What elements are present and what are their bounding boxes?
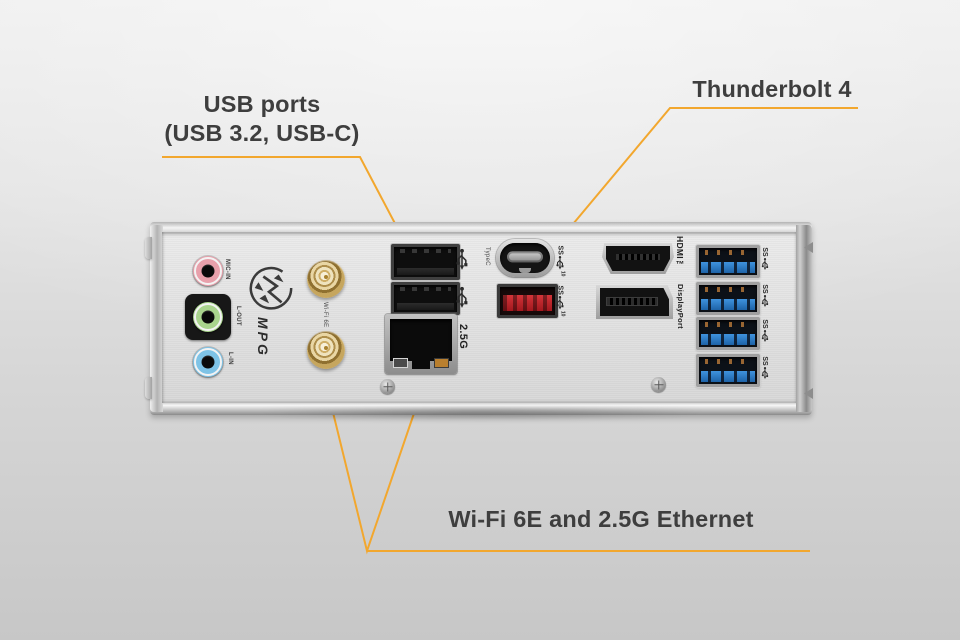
screw-icon bbox=[651, 377, 666, 392]
mic-in-label: MIC-IN bbox=[224, 259, 230, 280]
line-in-label: L-IN bbox=[227, 352, 233, 365]
thunderbolt-callout-line bbox=[562, 107, 858, 237]
usb-ss10-icon: SS 10 bbox=[553, 284, 567, 318]
thunderbolt-callout-label: Thunderbolt 4 bbox=[692, 76, 852, 102]
shield-right-edge bbox=[796, 225, 813, 412]
usb-c-thunderbolt-port bbox=[496, 239, 554, 277]
ethernet-speed-label: 2.5G bbox=[457, 324, 469, 350]
ss-text: SS bbox=[556, 245, 564, 255]
usb-ports-callout-line1: USB ports bbox=[203, 91, 321, 117]
usb-ports-callout-line2: (USB 3.2, USB-C) bbox=[164, 120, 360, 146]
usb-trident-icon bbox=[454, 283, 470, 311]
usb3-port bbox=[696, 317, 760, 350]
usb3-port bbox=[696, 354, 760, 387]
usb-a-port bbox=[391, 282, 460, 315]
ethernet-port-opening bbox=[390, 319, 452, 361]
screw-icon bbox=[380, 379, 395, 394]
line-out-label: L-OUT bbox=[235, 306, 241, 326]
line-out-jack bbox=[193, 302, 223, 332]
io-shield-face bbox=[162, 232, 796, 403]
usb-ss-icon: SS bbox=[758, 318, 771, 344]
displayport-opening bbox=[600, 288, 669, 316]
mpg-logo-text: MPG bbox=[255, 317, 271, 358]
io-shield: MIC-IN L-OUT L-IN MPG Wi-Fi 6E bbox=[145, 222, 813, 415]
wifi-antenna-connector bbox=[307, 260, 345, 298]
usb-ports-callout-label: USB ports (USB 3.2, USB-C) bbox=[140, 90, 384, 148]
displayport-label: DisplayPort bbox=[676, 284, 685, 329]
mic-in-jack bbox=[193, 256, 223, 286]
usb-a-red-port bbox=[497, 284, 558, 318]
shield-mount-tab bbox=[145, 377, 152, 399]
ss-text: SS bbox=[556, 285, 564, 295]
usb-ss-icon: SS bbox=[758, 246, 771, 272]
type-c-label: TypeC bbox=[484, 247, 490, 266]
hdmi-label: HDMI™ bbox=[675, 236, 685, 270]
usb-c-tongue bbox=[507, 251, 543, 263]
ss-text: SS bbox=[761, 247, 768, 257]
shield-notch bbox=[804, 388, 813, 399]
shield-left-edge bbox=[145, 225, 163, 412]
ethernet-led-left bbox=[393, 358, 408, 368]
ethernet-port bbox=[385, 314, 457, 374]
ss-text: SS bbox=[761, 284, 768, 294]
usb-ss-icon: SS bbox=[758, 355, 771, 381]
displayport-port bbox=[596, 285, 673, 319]
shield-mount-tab bbox=[145, 237, 152, 259]
usb-trident-icon bbox=[454, 245, 470, 273]
msi-dragon-icon bbox=[249, 266, 293, 310]
usb-ss-icon: SS bbox=[758, 283, 771, 309]
wifi-antenna-connector bbox=[307, 331, 345, 369]
ss10-sup: 10 bbox=[560, 270, 566, 277]
usb-ss10-icon: SS 10 bbox=[553, 244, 567, 278]
wifi-6e-label: Wi-Fi 6E bbox=[322, 302, 328, 328]
ethernet-port-clip-slot bbox=[412, 359, 430, 369]
usb-a-port bbox=[391, 244, 460, 280]
hdmi-port bbox=[602, 243, 674, 274]
line-in-jack bbox=[193, 347, 223, 377]
hdmi-opening bbox=[606, 246, 670, 271]
ss-text: SS bbox=[761, 319, 768, 329]
usb3-port bbox=[696, 282, 760, 315]
wifi-ethernet-callout-label: Wi-Fi 6E and 2.5G Ethernet bbox=[448, 506, 754, 532]
ss10-sup: 10 bbox=[560, 310, 566, 317]
shield-notch bbox=[804, 242, 813, 253]
usb-c-latch bbox=[519, 268, 531, 273]
ss-text: SS bbox=[761, 356, 768, 366]
ethernet-led-right bbox=[434, 358, 449, 368]
usb3-port bbox=[696, 245, 760, 278]
